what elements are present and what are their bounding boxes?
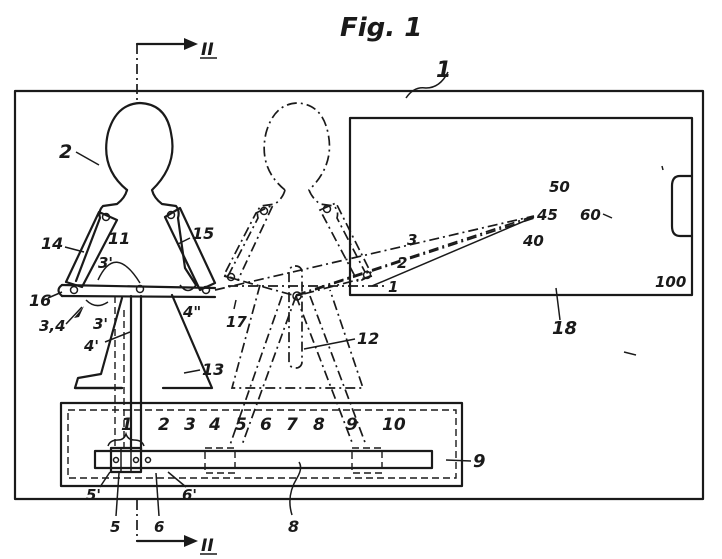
scale-digit: 3 [184, 415, 196, 435]
section-label-top: II [201, 40, 214, 60]
ref-label: 5 [110, 518, 120, 536]
ref-label: 8 [288, 517, 299, 536]
pointer-lines [214, 215, 535, 297]
ref-label: 4" [182, 303, 201, 321]
scale-digit: 1 [121, 415, 133, 435]
scale-digit: 10 [382, 415, 406, 435]
line-label: 2 [397, 254, 407, 272]
ref-label: 18 [552, 318, 577, 339]
ref-label: 12 [357, 329, 379, 348]
scale-digit: 8 [313, 415, 325, 435]
ref-label: 3' [98, 254, 113, 272]
panel-labels: 50 45 60 40 100 [522, 178, 686, 291]
ref-label: 1 [436, 58, 451, 83]
dial-label: 45 [536, 206, 558, 224]
scale-digit: 9 [346, 415, 358, 435]
scale-digit: 7 [286, 415, 298, 435]
ref-label: 4' [83, 337, 99, 355]
dial-label: 100 [655, 273, 686, 291]
section-marker-bottom: II [135, 500, 217, 556]
ref-label: 5' [86, 486, 101, 504]
base-box [59, 401, 464, 488]
scale-digit: 2 [158, 415, 170, 435]
housing-frame [13, 89, 705, 501]
scale-digit: 5 [235, 415, 247, 435]
ref-label: 2 [59, 141, 72, 163]
ref-label: 13 [202, 360, 224, 379]
scale-digits: 1 2 3 4 5 6 7 8 9 10 [121, 415, 406, 435]
arms-solid [57, 206, 217, 307]
line-labels: 1 2 3 [388, 231, 417, 296]
ref-label: 6 [154, 518, 164, 536]
ref-label: 14 [41, 234, 63, 253]
ref-label: 3' [93, 315, 108, 333]
ref-label: 6' [182, 486, 197, 504]
dial-label: 60 [580, 206, 601, 224]
line-label: 3 [407, 231, 417, 249]
scale-digit: 6 [260, 415, 272, 435]
section-marker-top: II [135, 38, 217, 100]
ref-label: 11 [108, 229, 130, 248]
dial-label: 50 [549, 178, 570, 196]
arms-phantom [222, 201, 385, 301]
display-panel [348, 116, 694, 297]
ref-label: 15 [192, 224, 214, 243]
figure-solid [73, 101, 214, 390]
line-label: 1 [388, 278, 398, 296]
reference-numerals: 1 2 11 15 14 3' 16 3,4 3' 4' 4" 17 12 13… [29, 58, 577, 536]
figure-title: Fig. 1 [340, 13, 422, 43]
figure-phantom [227, 102, 366, 389]
stray-mark [623, 351, 637, 356]
scale-digit: 4 [208, 415, 221, 435]
ref-label: 3,4 [39, 317, 66, 335]
dial-label: 40 [522, 232, 544, 250]
ref-label: 9 [473, 451, 486, 472]
section-label-bottom: II [201, 536, 214, 556]
ref-label: 17 [226, 313, 247, 331]
vertical-rods [114, 265, 367, 452]
ref-label: 16 [29, 291, 51, 310]
